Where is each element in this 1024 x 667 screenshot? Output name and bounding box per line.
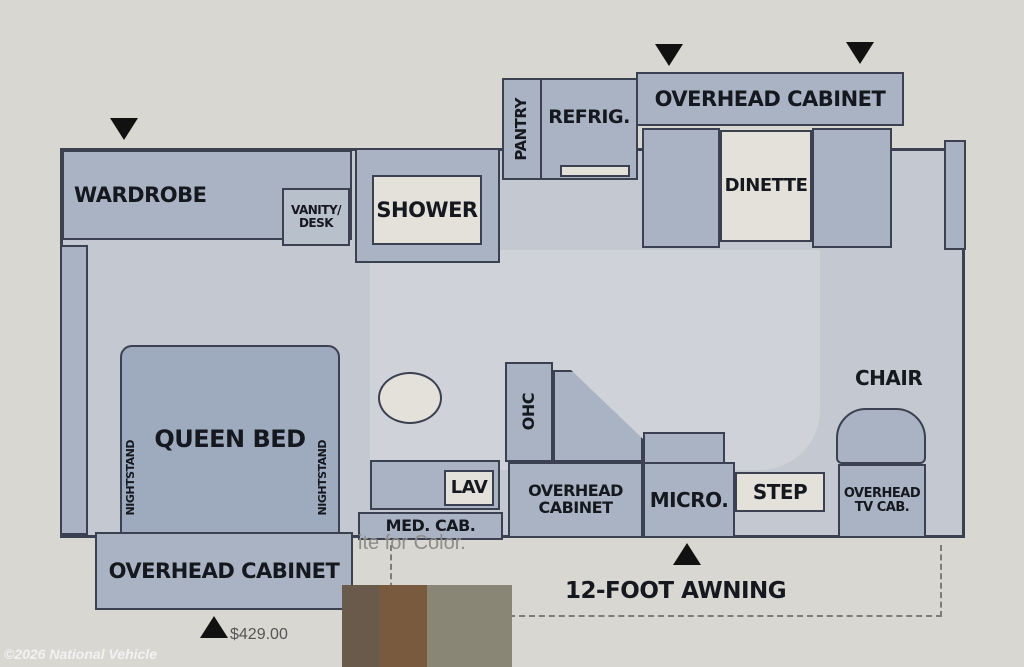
microwave: MICRO. bbox=[643, 462, 735, 538]
queen-bed: QUEEN BED bbox=[120, 345, 340, 535]
nightstand-right: NIGHTSTAND bbox=[316, 440, 329, 516]
awning-outline bbox=[390, 545, 942, 617]
watermark: ©2026 National Vehicle bbox=[4, 646, 157, 662]
pantry: PANTRY bbox=[502, 78, 542, 180]
overhead-tv-cabinet: OVERHEAD TV CAB. bbox=[838, 464, 926, 538]
dinette-seat-right bbox=[812, 128, 892, 248]
fabric-swatch bbox=[342, 585, 512, 667]
refrig-door bbox=[560, 165, 630, 177]
entry-marker-icon bbox=[200, 616, 228, 638]
stove bbox=[643, 432, 725, 464]
chair-label: CHAIR bbox=[855, 366, 923, 390]
overhead-cabinet-mid: OVERHEAD CABINET bbox=[508, 462, 643, 538]
right-edge-cabinet bbox=[944, 140, 966, 250]
background-color-note: ite for Color. bbox=[358, 532, 466, 554]
toilet bbox=[378, 372, 442, 424]
overhead-cabinet-bottom: OVERHEAD CABINET bbox=[95, 532, 353, 610]
refrigerator: REFRIG. bbox=[540, 78, 638, 180]
ohc: OHC bbox=[505, 362, 553, 462]
awning-label: 12-FOOT AWNING bbox=[565, 578, 787, 604]
window-marker-icon bbox=[655, 44, 683, 66]
shower: SHOWER bbox=[372, 175, 482, 245]
lav: LAV bbox=[444, 470, 494, 506]
chair bbox=[836, 408, 926, 464]
entry-marker-icon bbox=[673, 543, 701, 565]
med-cab: MED. CAB. bbox=[358, 512, 503, 540]
left-wall-cabinet bbox=[60, 245, 88, 535]
background-price: $429.00 bbox=[230, 626, 288, 643]
nightstand-left: NIGHTSTAND bbox=[124, 440, 137, 516]
overhead-cabinet-top: OVERHEAD CABINET bbox=[636, 72, 904, 126]
dinette-seat-left bbox=[642, 128, 720, 248]
step: STEP bbox=[735, 472, 825, 512]
window-marker-icon bbox=[110, 118, 138, 140]
window-marker-icon bbox=[846, 42, 874, 64]
dinette: DINETTE bbox=[720, 130, 812, 242]
vanity-desk: VANITY/ DESK bbox=[282, 188, 350, 246]
